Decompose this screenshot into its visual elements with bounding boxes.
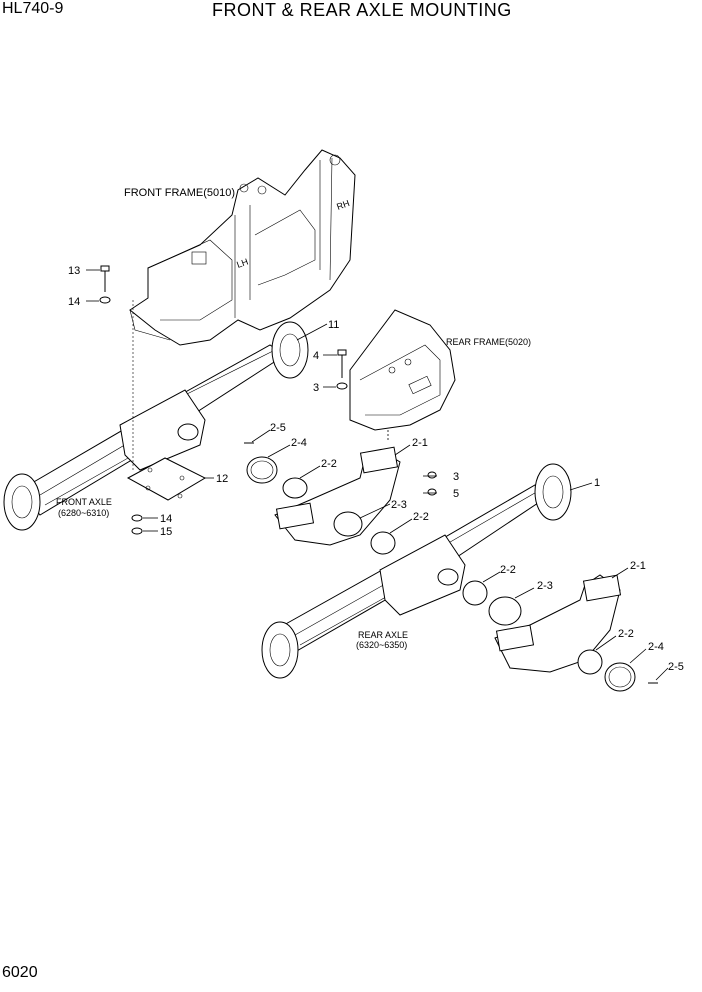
front-bushing-2-2 (282, 477, 308, 499)
callout-2-1b: 2-1 (630, 560, 646, 572)
callout-2-2b: 2-2 (413, 511, 429, 523)
front-axle-range: (6280~6310) (58, 508, 109, 518)
callout-5: 5 (453, 488, 459, 500)
rear-bushing-2-2 (462, 580, 488, 606)
callout-2-4b: 2-4 (648, 641, 664, 653)
callout-15: 15 (160, 526, 172, 538)
callout-11: 11 (328, 319, 339, 331)
front-washer-3b (427, 471, 437, 479)
page-number: 6020 (2, 964, 38, 981)
front-sleeve-2-3 (333, 511, 363, 537)
callout-3: 3 (313, 382, 319, 394)
front-washer-14 (99, 296, 111, 304)
callout-13: 13 (68, 265, 80, 277)
rear-axle-range: (6320~6350) (356, 640, 407, 650)
rear-axle (261, 463, 572, 679)
front-bolt-4 (337, 349, 347, 378)
rh-mark: RH (335, 198, 351, 212)
callout-3b: 3 (453, 471, 459, 483)
front-axle-name: FRONT AXLE (56, 497, 112, 507)
rear-axle-name: REAR AXLE (358, 630, 408, 640)
leader-lines (86, 269, 669, 681)
rear-sleeve-2-3 (488, 596, 522, 626)
model-code: HL740-9 (2, 0, 64, 17)
callout-1: 1 (594, 477, 600, 489)
rear-frame (349, 309, 456, 431)
callout-14b: 14 (160, 513, 172, 525)
callout-12: 12 (216, 473, 228, 485)
callout-2-2: 2-2 (321, 458, 337, 470)
front-bushing-2-2b (370, 531, 396, 555)
callouts: 13 14 11 4 3 2-5 2-4 2-1 2-2 3 5 12 2-3 … (68, 265, 684, 673)
callout-2-3: 2-3 (391, 499, 407, 511)
callout-2-1: 2-1 (412, 437, 428, 449)
rear-bushing-2-2b (577, 649, 603, 675)
callout-14: 14 (68, 296, 80, 308)
callout-2-2c: 2-2 (500, 564, 516, 576)
rear-frame-label: REAR FRAME(5020) (446, 337, 531, 347)
rear-bracket-2-1 (494, 574, 622, 673)
front-bolt-13 (100, 265, 110, 292)
page-title: FRONT & REAR AXLE MOUNTING (212, 0, 512, 20)
callout-2-5b: 2-5 (668, 661, 684, 673)
front-washer-14b (131, 514, 143, 522)
front-frame-label: FRONT FRAME(5010) (124, 187, 235, 199)
callout-2-4: 2-4 (291, 437, 307, 449)
callout-4: 4 (313, 350, 319, 362)
callout-2-5: 2-5 (270, 422, 286, 434)
front-axle (3, 321, 309, 531)
front-washer-3 (336, 382, 348, 390)
front-bracket-2-1 (274, 446, 401, 546)
lh-mark: LH (235, 257, 249, 270)
front-nut-15 (131, 527, 143, 535)
front-frame (129, 149, 356, 346)
callout-2-3b: 2-3 (537, 580, 553, 592)
callout-2-2d: 2-2 (618, 628, 634, 640)
front-nut-5 (427, 488, 437, 496)
